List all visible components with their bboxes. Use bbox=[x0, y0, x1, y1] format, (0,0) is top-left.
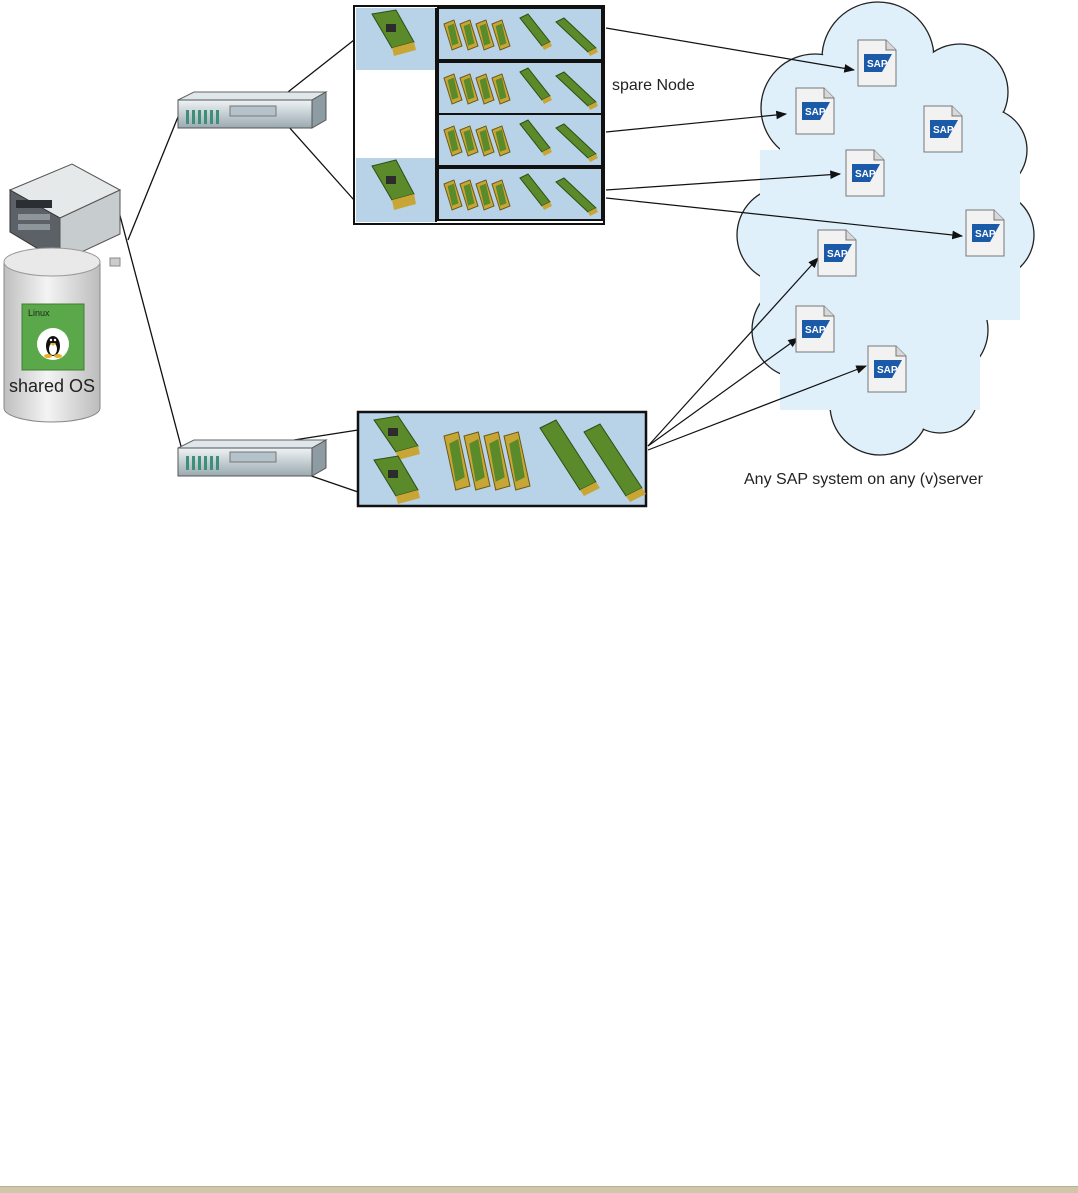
shared-os-label: shared OS bbox=[9, 376, 95, 396]
compute-node-row bbox=[437, 61, 603, 115]
sap-logo-text: SAP bbox=[855, 169, 876, 180]
cpu-chip-icon bbox=[443, 125, 463, 157]
memory-module-icon bbox=[555, 177, 598, 216]
lower-hardware-panel bbox=[356, 410, 648, 508]
memory-module-icon bbox=[519, 13, 552, 50]
cpu-chip-icon bbox=[483, 431, 511, 491]
linux-badge: Linux bbox=[21, 303, 85, 371]
memory-module-icon bbox=[555, 71, 598, 110]
cpu-group bbox=[443, 431, 531, 491]
memory-module-icon bbox=[539, 419, 600, 496]
cloud-caption: Any SAP system on any (v)server bbox=[744, 471, 984, 488]
cpu-chip-icon bbox=[503, 431, 531, 491]
compute-node-row bbox=[437, 167, 603, 221]
server-rack-icon bbox=[177, 91, 328, 129]
memory-module-icon bbox=[555, 123, 598, 162]
sap-document-icon: SAP bbox=[795, 305, 835, 353]
compute-node-row bbox=[437, 7, 603, 61]
cpu-chip-icon bbox=[459, 73, 479, 105]
sap-logo-text: SAP bbox=[933, 125, 954, 136]
network-card-icon bbox=[373, 415, 420, 460]
cpu-chip-icon bbox=[443, 179, 463, 211]
sap-logo-text: SAP bbox=[867, 59, 888, 70]
storage-server-icon bbox=[8, 163, 122, 263]
cable-port-icon bbox=[109, 257, 121, 267]
spare-node-label: spare Node bbox=[612, 77, 695, 94]
sap-systems: SAP SAP SAP SAP SAP SAP SAP SAP bbox=[795, 39, 1005, 393]
cpu-chip-icon bbox=[443, 19, 463, 51]
tux-penguin-icon bbox=[37, 328, 69, 360]
cpu-chip-icon bbox=[443, 73, 463, 105]
memory-module-icon bbox=[583, 423, 646, 502]
network-card-icon bbox=[371, 9, 416, 56]
node-rows bbox=[437, 7, 603, 221]
sap-document-icon: SAP bbox=[857, 39, 897, 87]
cpu-chip-icon bbox=[475, 179, 495, 211]
cpu-chip-icon bbox=[459, 19, 479, 51]
sap-logo-text: SAP bbox=[827, 249, 848, 260]
cpu-chip-icon bbox=[459, 179, 479, 211]
cpu-chip-icon bbox=[491, 125, 511, 157]
server-rack-icon bbox=[177, 439, 328, 477]
sap-logo-text: SAP bbox=[975, 229, 996, 240]
cpu-chip-icon bbox=[475, 73, 495, 105]
memory-module-icon bbox=[519, 119, 552, 156]
cpu-chip-icon bbox=[463, 431, 491, 491]
bottom-border bbox=[0, 1186, 1078, 1193]
cpu-chip-icon bbox=[475, 125, 495, 157]
cpu-chip-icon bbox=[491, 179, 511, 211]
linux-badge-label: Linux bbox=[28, 308, 50, 318]
sap-logo-text: SAP bbox=[805, 325, 826, 336]
sap-document-icon: SAP bbox=[845, 149, 885, 197]
cpu-chip-icon bbox=[491, 73, 511, 105]
connector-lines bbox=[117, 39, 359, 493]
cpu-chip-icon bbox=[459, 125, 479, 157]
sap-document-icon: SAP bbox=[965, 209, 1005, 257]
sap-document-icon: SAP bbox=[795, 87, 835, 135]
network-card-icon bbox=[371, 159, 416, 210]
cpu-chip-icon bbox=[475, 19, 495, 51]
cpu-chip-icon bbox=[443, 431, 471, 491]
network-card-icon bbox=[373, 455, 420, 504]
memory-module-icon bbox=[555, 17, 598, 56]
cpu-chip-icon bbox=[491, 19, 511, 51]
sap-logo-text: SAP bbox=[877, 365, 898, 376]
memory-module-icon bbox=[519, 67, 552, 104]
compute-node-row bbox=[437, 113, 603, 167]
memory-module-icon bbox=[519, 173, 552, 210]
sap-document-icon: SAP bbox=[923, 105, 963, 153]
assignment-arrows bbox=[605, 27, 964, 451]
sap-document-icon: SAP bbox=[817, 229, 857, 277]
sap-document-icon: SAP bbox=[867, 345, 907, 393]
sap-logo-text: SAP bbox=[805, 107, 826, 118]
